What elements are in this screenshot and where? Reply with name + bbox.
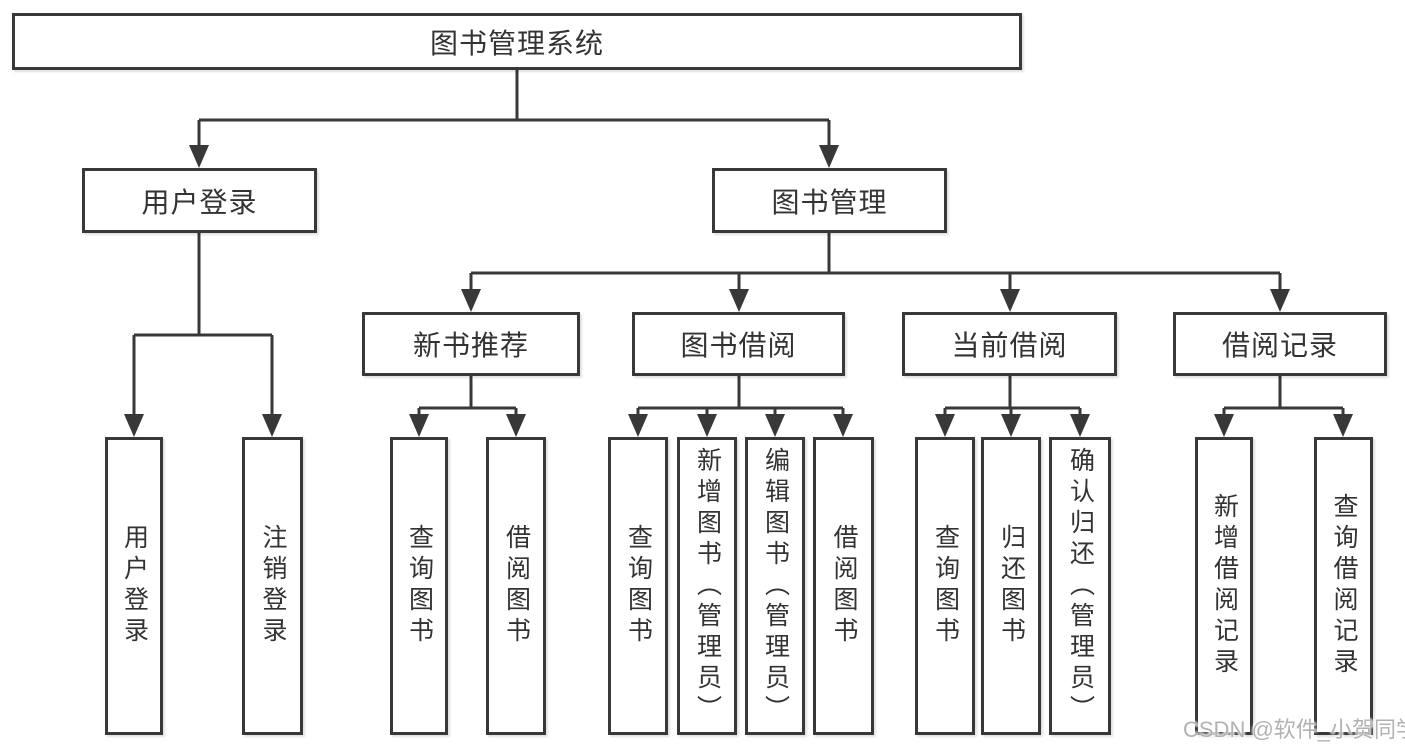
leaf-user-login-label: 用户登录 bbox=[120, 524, 149, 648]
leaf-newbook-query-books-label: 查询图书 bbox=[405, 524, 434, 648]
leaf-add-book-admin: 新增图书（管理员） bbox=[677, 437, 737, 735]
arrowhead-down-icon bbox=[935, 414, 955, 437]
leaf-borrow-borrow-books: 借阅图书 bbox=[813, 437, 874, 735]
branch-root-to-level2 bbox=[197, 70, 831, 147]
leaf-add-borrow-record-label: 新增借阅记录 bbox=[1210, 493, 1239, 679]
node-library-management-system: 图书管理系统 bbox=[12, 13, 1022, 70]
branch-book-borrow-to-leaves bbox=[636, 376, 845, 416]
leaf-return-books: 归还图书 bbox=[981, 437, 1041, 735]
leaf-confirm-return-admin-label: 确认归还（管理员） bbox=[1066, 446, 1095, 726]
arrowhead-down-icon bbox=[1214, 414, 1234, 437]
leaf-query-borrow-record-label: 查询借阅记录 bbox=[1330, 493, 1358, 679]
arrowhead-down-icon bbox=[697, 414, 717, 437]
leaf-add-book-admin-label: 新增图书（管理员） bbox=[693, 446, 722, 726]
leaf-logout: 注销登录 bbox=[242, 437, 303, 735]
arrowhead-down-icon bbox=[262, 414, 282, 437]
branch-user-login-to-leaves bbox=[132, 233, 274, 416]
arrowhead-down-icon bbox=[409, 414, 429, 437]
leaf-newbook-borrow-books: 借阅图书 bbox=[486, 437, 546, 735]
csdn-watermark: CSDN @软件_小贺同学 bbox=[1183, 717, 1405, 742]
leaf-query-borrow-record: 查询借阅记录 bbox=[1314, 437, 1373, 735]
node-user-login: 用户登录 bbox=[82, 168, 317, 233]
arrowhead-down-icon bbox=[189, 145, 209, 168]
leaf-add-borrow-record: 新增借阅记录 bbox=[1195, 437, 1253, 735]
arrowhead-group bbox=[124, 145, 1353, 437]
leaf-confirm-return-admin: 确认归还（管理员） bbox=[1049, 437, 1111, 735]
arrowhead-down-icon bbox=[461, 289, 481, 312]
leaf-borrow-query-books: 查询图书 bbox=[608, 437, 668, 735]
branch-book-management-to-level3 bbox=[469, 233, 1282, 291]
node-borrow-records: 借阅记录 bbox=[1173, 312, 1387, 376]
arrowhead-down-icon bbox=[1333, 414, 1353, 437]
node-new-book-recommend: 新书推荐 bbox=[362, 312, 580, 376]
arrowhead-down-icon bbox=[1270, 289, 1290, 312]
leaf-newbook-borrow-books-label: 借阅图书 bbox=[502, 524, 531, 648]
leaf-user-login: 用户登录 bbox=[105, 437, 163, 735]
leaf-return-books-label: 归还图书 bbox=[997, 524, 1026, 648]
leaf-borrow-borrow-books-label: 借阅图书 bbox=[830, 524, 858, 648]
leaf-edit-book-admin-label: 编辑图书（管理员） bbox=[761, 446, 790, 726]
leaf-newbook-query-books: 查询图书 bbox=[390, 437, 448, 735]
arrowhead-down-icon bbox=[1001, 414, 1021, 437]
leaf-borrow-query-books-label: 查询图书 bbox=[624, 524, 653, 648]
arrowhead-down-icon bbox=[819, 145, 839, 168]
branch-new-book-to-leaves bbox=[417, 376, 518, 416]
arrowhead-down-icon bbox=[833, 414, 853, 437]
node-book-management: 图书管理 bbox=[712, 168, 947, 233]
node-current-borrow: 当前借阅 bbox=[902, 312, 1117, 376]
leaf-current-query-books: 查询图书 bbox=[915, 437, 975, 735]
leaf-edit-book-admin: 编辑图书（管理员） bbox=[745, 437, 805, 735]
node-book-borrow: 图书借阅 bbox=[632, 312, 845, 376]
branch-current-borrow-to-leaves bbox=[943, 376, 1082, 416]
arrowhead-down-icon bbox=[628, 414, 648, 437]
arrowhead-down-icon bbox=[506, 414, 526, 437]
arrowhead-down-icon bbox=[1070, 414, 1090, 437]
arrowhead-down-icon bbox=[729, 289, 749, 312]
arrowhead-down-icon bbox=[1000, 289, 1020, 312]
arrowhead-down-icon bbox=[124, 414, 144, 437]
arrowhead-down-icon bbox=[765, 414, 785, 437]
leaf-current-query-books-label: 查询图书 bbox=[931, 524, 960, 648]
branch-borrow-records-to-leaves bbox=[1222, 376, 1345, 416]
leaf-logout-label: 注销登录 bbox=[259, 524, 287, 648]
